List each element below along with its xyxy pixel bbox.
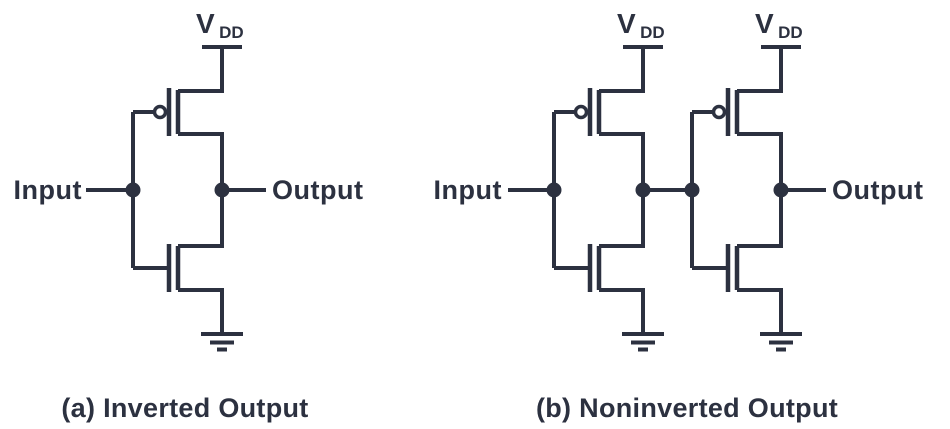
caption-a: (a) Inverted Output <box>61 393 308 423</box>
inverter-symbol <box>685 47 803 350</box>
input-label: Input <box>14 175 82 205</box>
vdd-label: V DD <box>196 8 244 42</box>
caption-b: (b) Noninverted Output <box>536 393 838 423</box>
circuit-a: Input Output V DD (a) Inverted Output <box>14 8 363 423</box>
vdd-main-text: V <box>755 8 774 39</box>
vdd-subscript-text: DD <box>640 23 665 42</box>
vdd-label: V DD <box>617 8 665 42</box>
inverter-symbol <box>547 47 665 350</box>
vdd-subscript-text: DD <box>219 23 244 42</box>
vdd-main-text: V <box>196 8 215 39</box>
vdd-label: V DD <box>755 8 803 42</box>
circuit-b: Input Output V DD V DD (b) Noninverted O… <box>434 8 923 423</box>
input-label: Input <box>434 175 502 205</box>
output-label: Output <box>272 175 363 205</box>
inverter-symbol <box>126 47 244 350</box>
vdd-main-text: V <box>617 8 636 39</box>
vdd-subscript-text: DD <box>778 23 803 42</box>
output-label: Output <box>832 175 923 205</box>
